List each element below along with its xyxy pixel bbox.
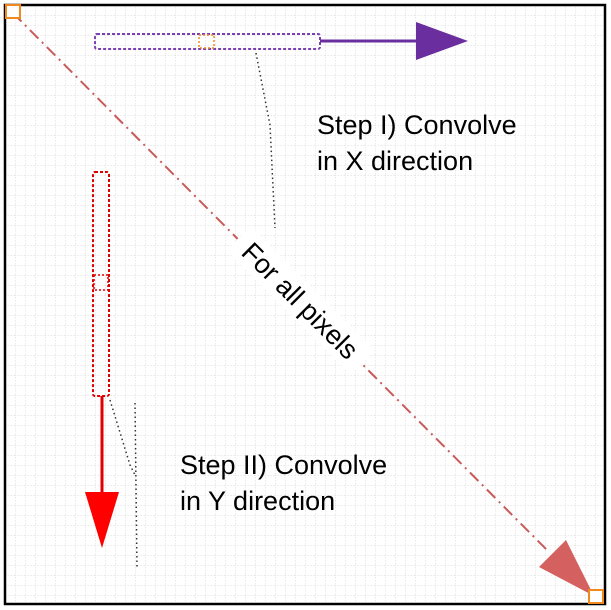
y-direction-arrowhead — [85, 492, 119, 548]
end-pixel-marker — [588, 589, 604, 604]
diagonal-arrowhead — [539, 540, 594, 596]
step1-label-line1: Step I) Convolve — [317, 110, 517, 140]
step2-label-line1: Step II) Convolve — [180, 450, 387, 480]
horizontal-kernel — [94, 33, 321, 50]
vertical-kernel — [92, 171, 110, 397]
vertical-kernel-center — [93, 274, 109, 291]
diagonal-line — [12, 12, 549, 552]
diagonal-label-background — [226, 226, 375, 375]
x-direction-arrowhead — [416, 22, 468, 60]
image-border — [3, 3, 607, 606]
step2-callout-line-vertical — [134, 402, 138, 569]
step1-callout-line — [255, 52, 276, 229]
step2-label-line2: in Y direction — [180, 486, 335, 516]
step1-label-line2: in X direction — [317, 146, 473, 176]
start-pixel-marker — [5, 4, 21, 19]
horizontal-kernel-center — [198, 34, 215, 49]
step2-callout-line — [109, 399, 136, 476]
